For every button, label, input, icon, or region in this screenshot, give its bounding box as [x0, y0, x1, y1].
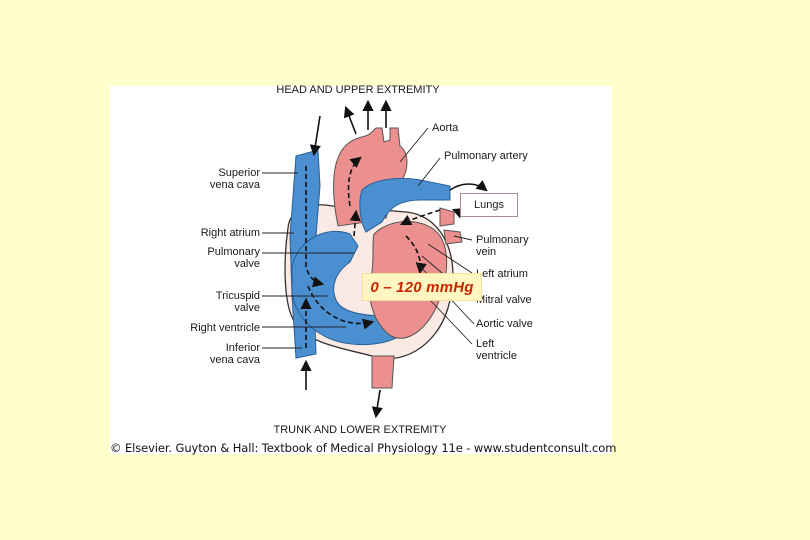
- lungs-box: Lungs: [460, 193, 518, 217]
- right-atrium-label: Right atrium: [200, 227, 260, 239]
- right-ventricle-label: Right ventricle: [190, 322, 260, 334]
- pulmonary-artery-label: Pulmonary artery: [444, 150, 528, 162]
- lungs-label: Lungs: [474, 199, 504, 211]
- flow-svc: [305, 166, 325, 288]
- left-ventricle-label: Left ventricle: [476, 338, 517, 362]
- aorta-label: Aorta: [432, 122, 459, 134]
- aortic-valve-label: Aortic valve: [476, 318, 533, 330]
- trunk-lower-extremity-label: TRUNK AND LOWER EXTREMITY: [273, 424, 447, 436]
- right-chambers: [291, 230, 397, 346]
- pulmonary-vein: [439, 207, 455, 227]
- flow-pv: [399, 209, 441, 226]
- arrow-out-1: [343, 105, 357, 135]
- superior-vena-cava-label: Superior vena cava: [209, 167, 260, 191]
- pulmonary-valve-label: Pulmonary valve: [207, 246, 260, 270]
- leader-pa: [417, 157, 441, 187]
- mitral-valve-label: Mitral valve: [476, 294, 532, 306]
- inferior-vena-cava-label: Inferior vena cava: [209, 342, 260, 366]
- diagram-panel: HEAD AND UPPER EXTREMITY Superior vena c…: [110, 84, 617, 455]
- leader-la: [427, 243, 473, 274]
- flow-la: [405, 235, 427, 275]
- pulmonary-vein-lower: [443, 229, 463, 245]
- arrow-in-svc: [309, 115, 321, 157]
- leader-pvein: [453, 235, 473, 241]
- heart-circulation-diagram: [262, 99, 488, 419]
- copyright-caption: © Elsevier. Guyton & Hall: Textbook of M…: [110, 441, 617, 455]
- left-atrium-label: Left atrium: [476, 268, 528, 280]
- pressure-annotation: 0 – 120 mmHg: [362, 273, 482, 301]
- leader-aorta: [399, 127, 429, 163]
- pulmonary-vein-label: Pulmonary vein: [476, 234, 529, 258]
- flow-rv: [307, 285, 375, 330]
- descending-aorta: [371, 355, 395, 389]
- flow-pa: [349, 209, 361, 237]
- head-upper-extremity-label: HEAD AND UPPER EXTREMITY: [276, 84, 440, 96]
- arrow-down: [371, 389, 383, 419]
- tricuspid-valve-label: Tricuspid valve: [215, 290, 260, 314]
- leader-lv: [429, 299, 473, 345]
- arrow-to-lungs: [449, 180, 488, 192]
